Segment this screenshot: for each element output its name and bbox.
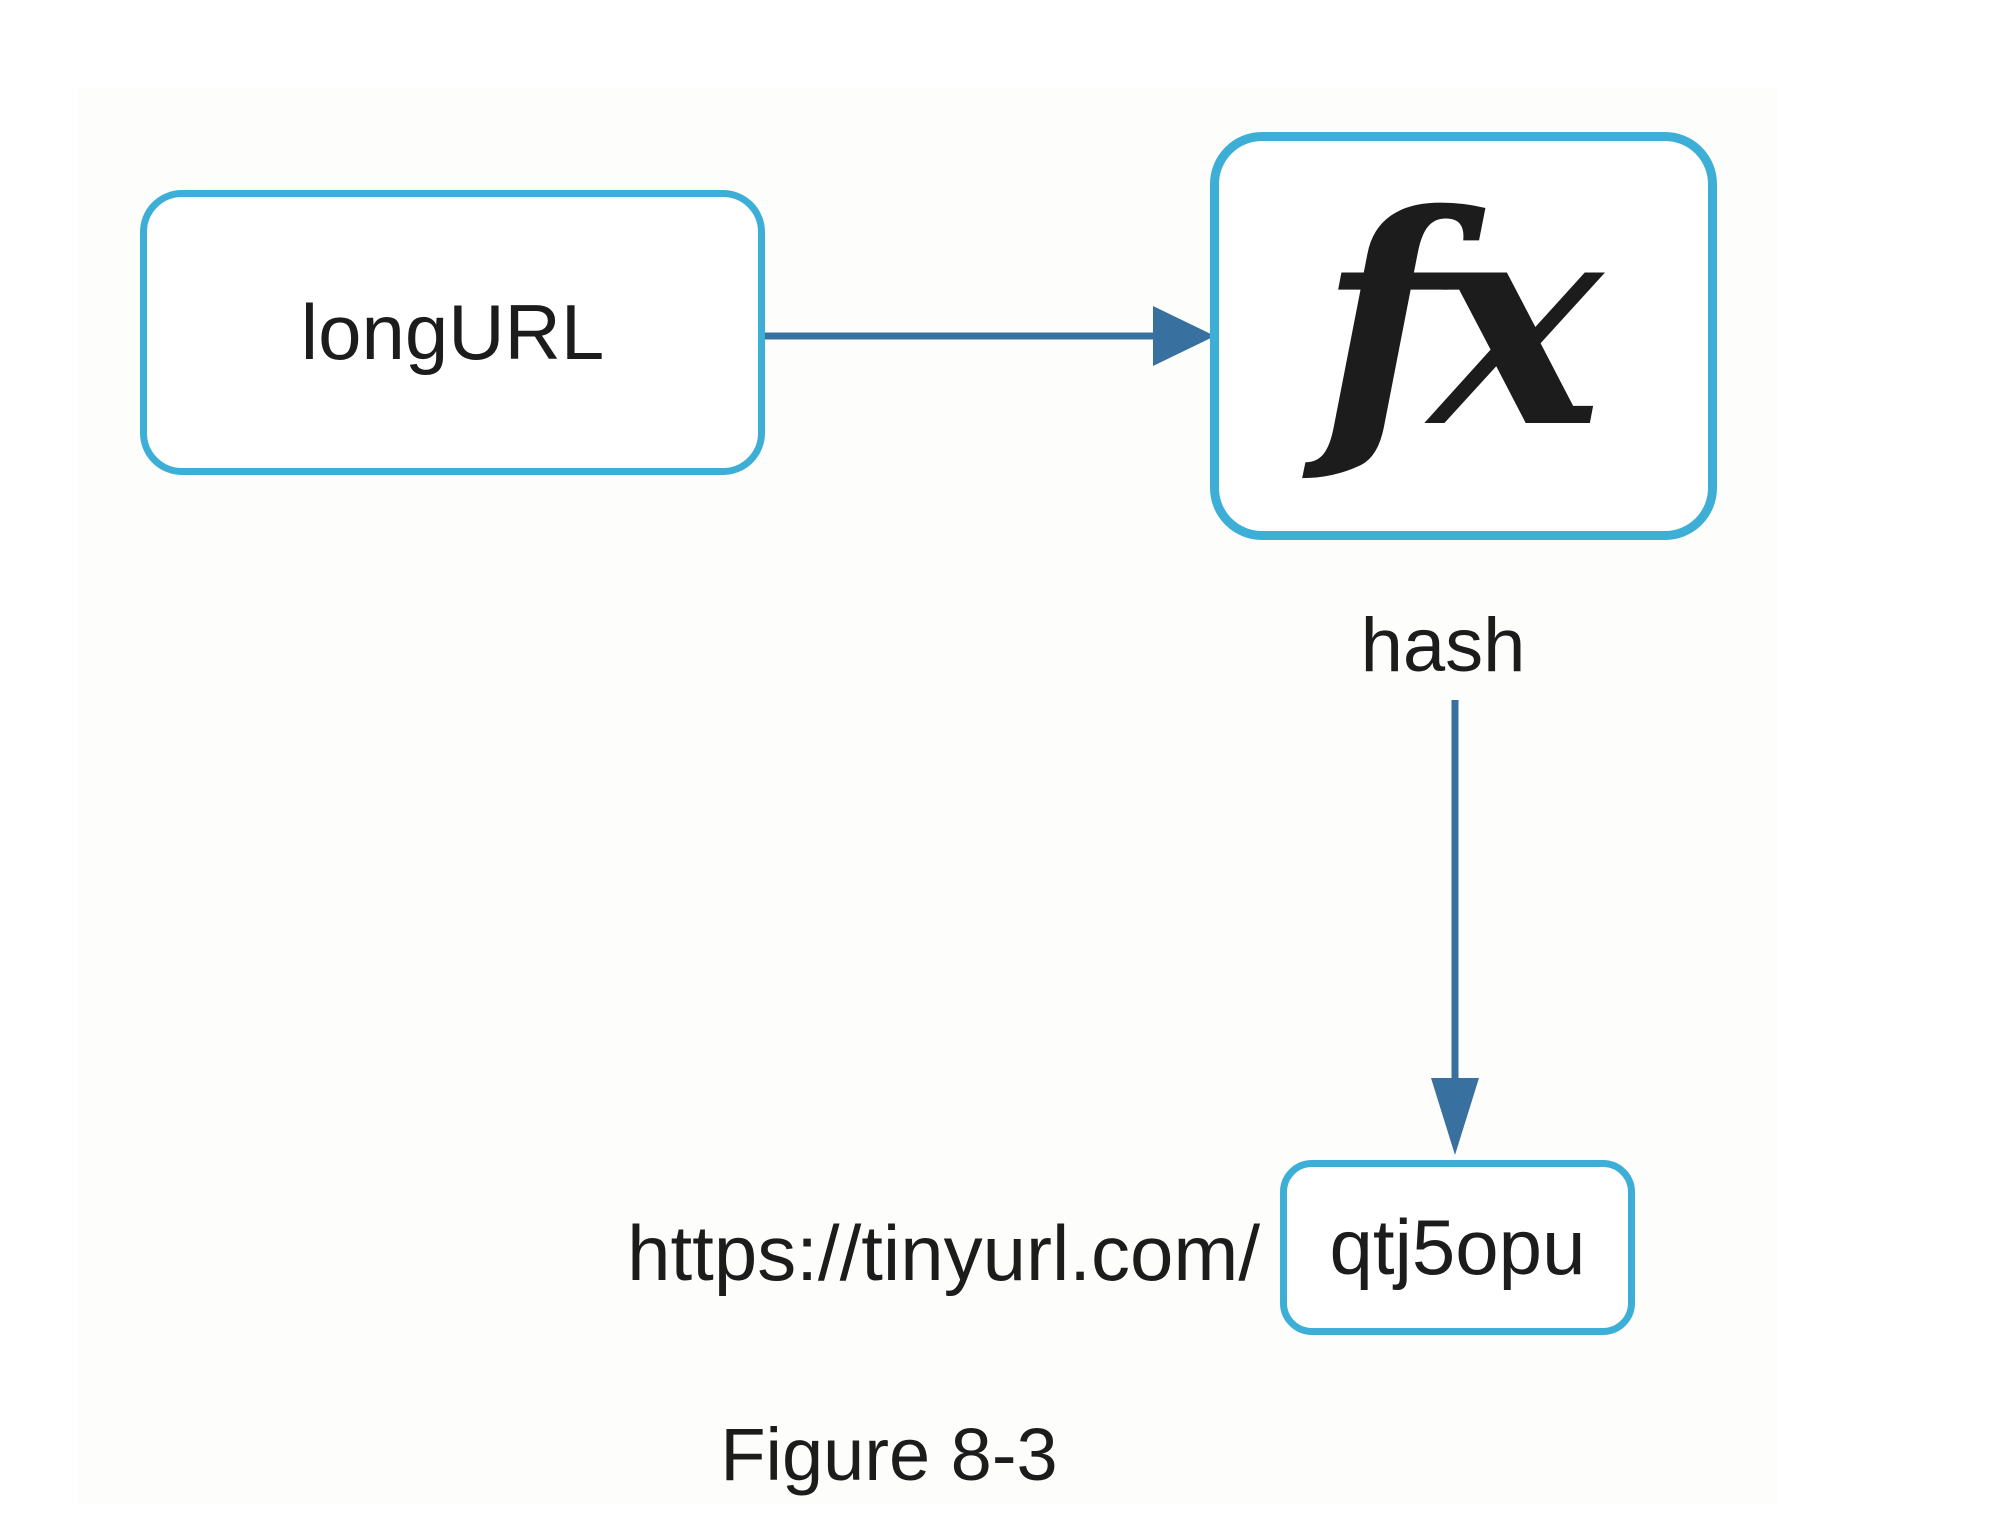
hash-output-label: hash [1360,603,1526,688]
hash-function-node: fx [1210,132,1717,540]
long-url-node: longURL [140,190,765,475]
short-url-hash-node: qtj5opu [1280,1160,1635,1335]
short-url-hash-label: qtj5opu [1329,1203,1586,1291]
short-url-prefix: https://tinyurl.com/ [627,1209,1260,1297]
long-url-label: longURL [300,288,605,376]
arrow-head-icon [1153,306,1215,366]
figure-caption: Figure 8-3 [720,1413,1058,1496]
arrow-longurl-to-hashfunction [765,306,1215,366]
arrow-head-icon [1431,1078,1479,1155]
fx-function-icon: fx [1319,152,1602,492]
arrow-hash-to-shorturl [1431,700,1479,1155]
